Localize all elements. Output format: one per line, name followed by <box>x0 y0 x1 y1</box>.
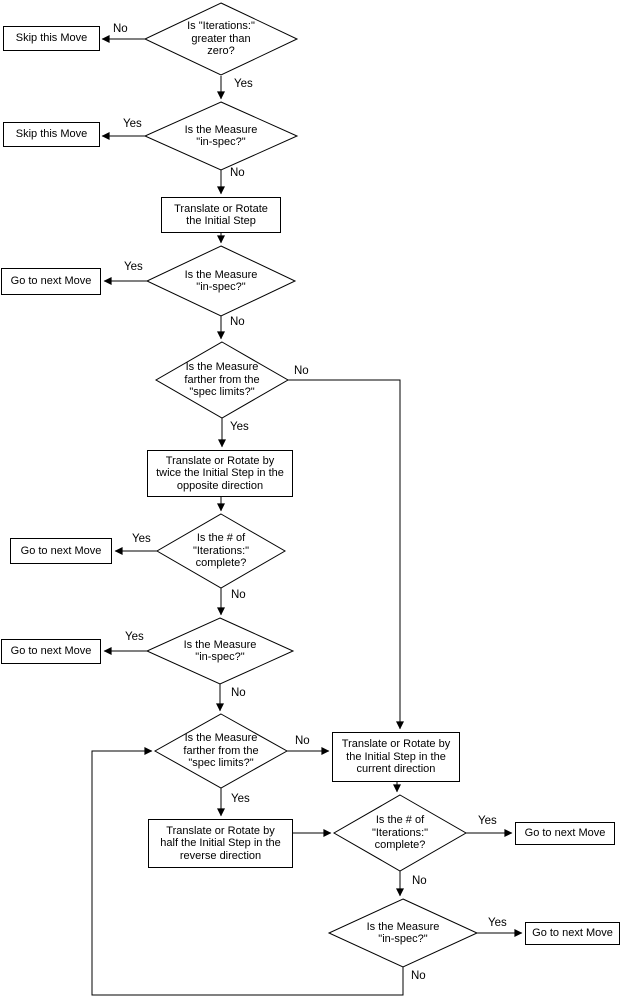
edge-label-d3-no: No <box>229 316 246 328</box>
edge-label-d7-no: No <box>294 735 311 747</box>
node-in-spec-2: Is the Measure "in-spec?" <box>184 268 258 294</box>
edge-label-d3-yes: Yes <box>123 261 144 273</box>
node-go-next-1: Go to next Move <box>1 268 101 295</box>
node-farther-spec-1: Is the Measure farther from the "spec li… <box>184 361 260 399</box>
edge-label-d6-no: No <box>230 687 247 699</box>
node-in-spec-3: Is the Measure "in-spec?" <box>183 638 257 664</box>
edge-label-d2-no: No <box>229 167 246 179</box>
edge-label-d5-yes: Yes <box>131 533 152 545</box>
edge-label-d6-yes: Yes <box>124 631 145 643</box>
node-go-next-4: Go to next Move <box>515 822 615 845</box>
node-iterations-gt-zero: Is "Iterations:" greater than zero? <box>187 20 255 58</box>
node-in-spec-1: Is the Measure "in-spec?" <box>184 123 258 149</box>
decision-iterations-gt-zero-shape <box>143 2 299 76</box>
node-go-next-5: Go to next Move <box>525 922 620 945</box>
node-translate-twice: Translate or Rotate by twice the Initial… <box>147 450 293 497</box>
node-go-next-2: Go to next Move <box>10 538 112 564</box>
edge-label-d4-yes: Yes <box>229 421 250 433</box>
node-go-next-3: Go to next Move <box>1 639 101 664</box>
edge-label-d9-yes: Yes <box>487 917 508 929</box>
edge-label-d1-no: No <box>112 23 129 35</box>
node-translate-current: Translate or Rotate by the Initial Step … <box>332 732 460 782</box>
node-farther-spec-2: Is the Measure farther from the "spec li… <box>183 732 259 770</box>
edge-label-d2-yes: Yes <box>122 118 143 130</box>
node-skip-move-1: Skip this Move <box>3 26 100 51</box>
node-iterations-complete-1: Is the # of "Iterations:" complete? <box>192 532 250 570</box>
node-skip-move-2: Skip this Move <box>3 122 100 147</box>
edge-d9-no-loopback <box>91 747 404 996</box>
edge-label-d7-yes: Yes <box>230 793 251 805</box>
edge-d4-no-bypass <box>288 379 404 730</box>
edge-label-d8-no: No <box>411 875 428 887</box>
node-iterations-complete-2: Is the # of "Iterations:" complete? <box>371 814 429 852</box>
edge-label-d8-yes: Yes <box>477 815 498 827</box>
edge-label-d4-no: No <box>293 365 310 377</box>
node-translate-half: Translate or Rotate by half the Initial … <box>148 819 293 868</box>
edge-label-d9-no: No <box>410 970 427 982</box>
edge-label-d1-yes: Yes <box>233 78 254 90</box>
node-in-spec-4: Is the Measure "in-spec?" <box>366 920 440 946</box>
node-translate-initial: Translate or Rotate the Initial Step <box>161 197 281 233</box>
edge-label-d5-no: No <box>230 589 247 601</box>
